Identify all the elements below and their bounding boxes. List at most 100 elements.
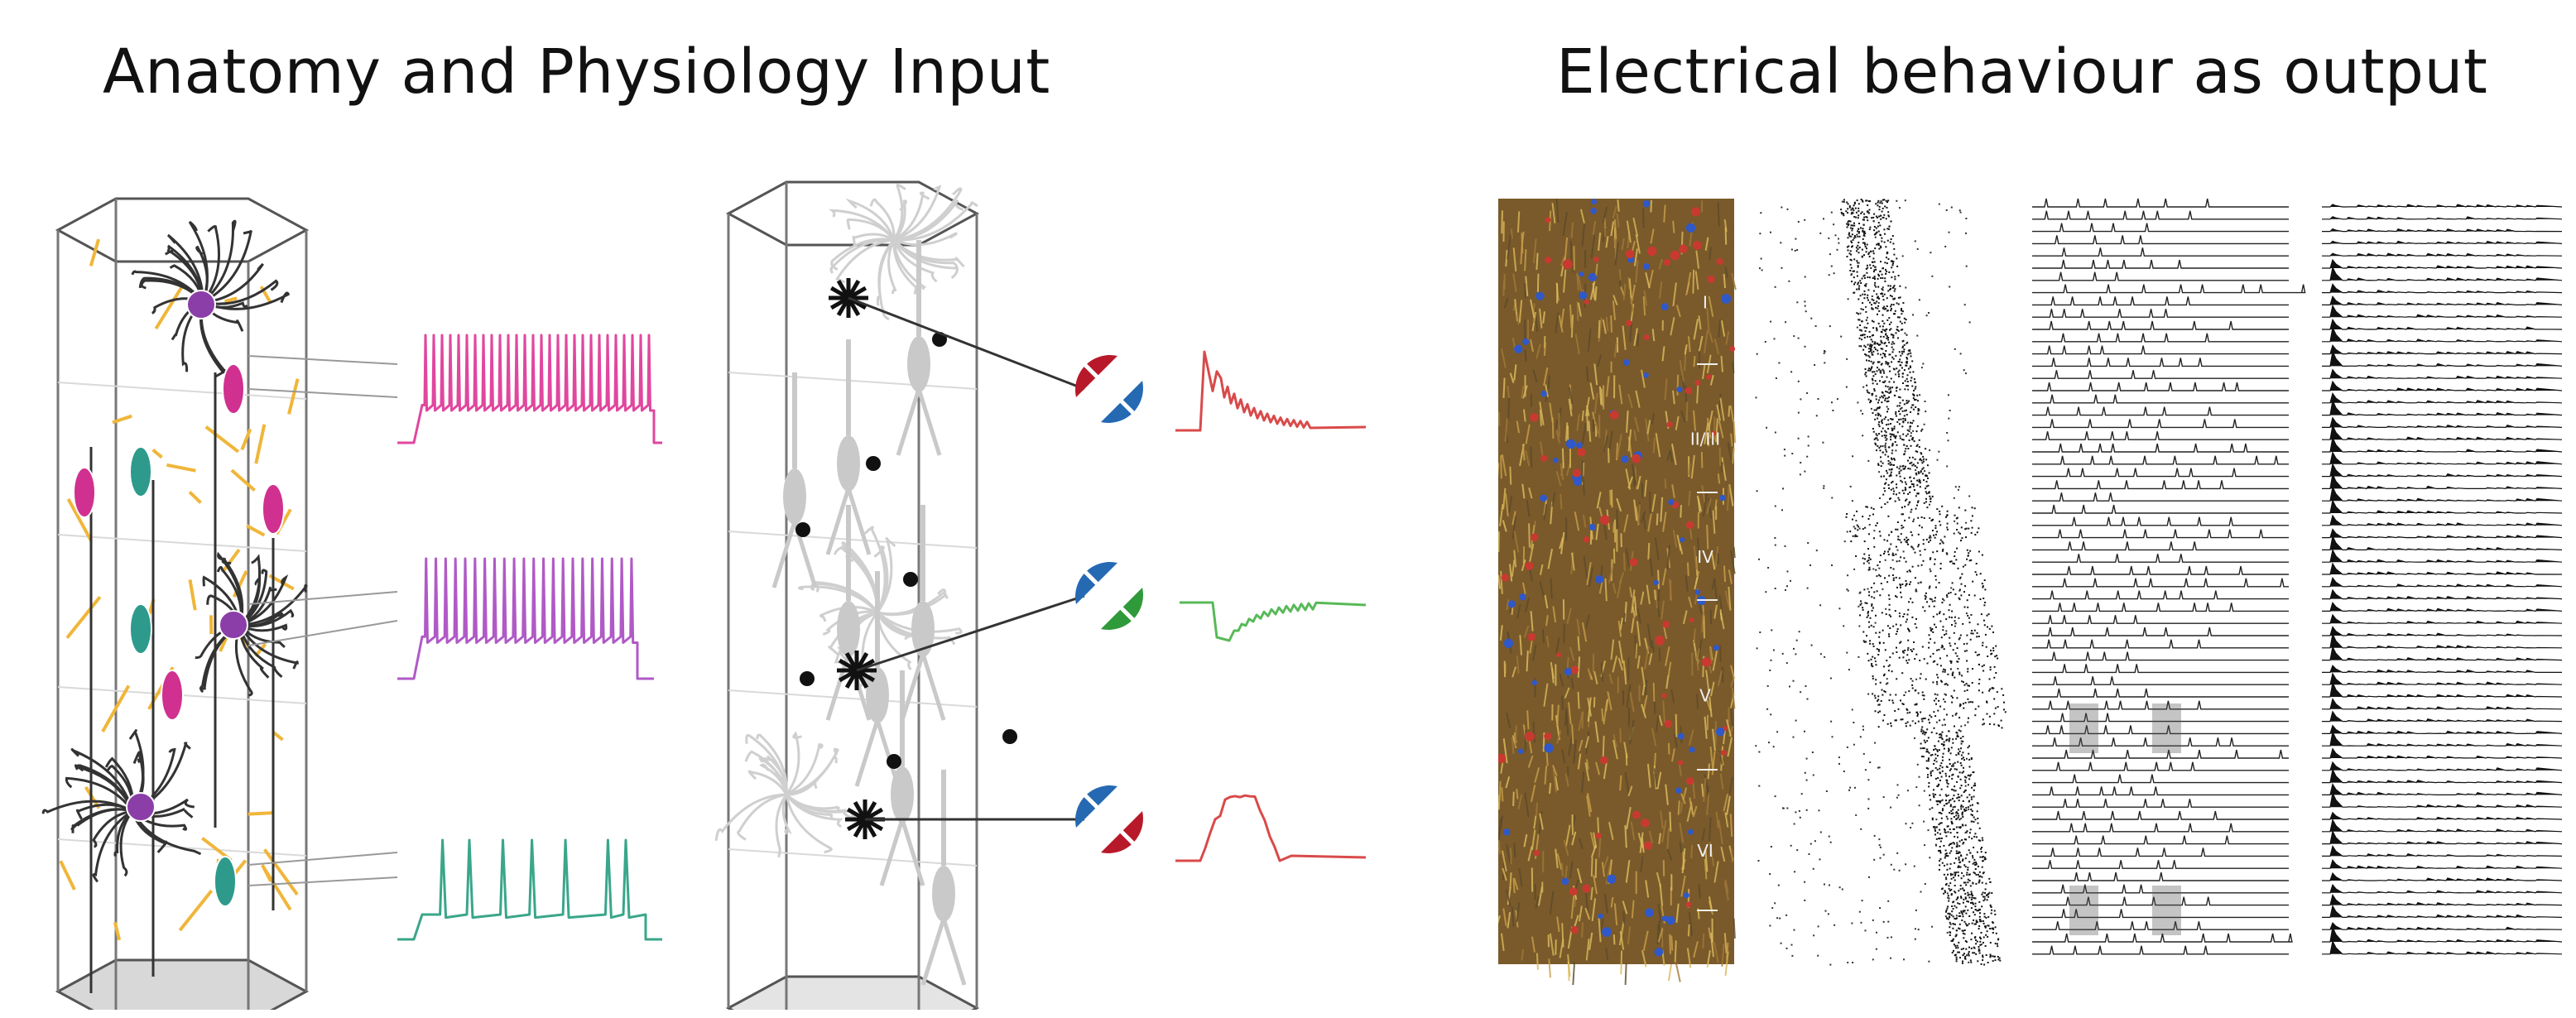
- raster-spike: [1878, 641, 1881, 644]
- raster-spike: [1843, 200, 1845, 203]
- tissue-fiber: [1563, 839, 1569, 856]
- raster-spike: [1879, 396, 1882, 399]
- raster-spike: [1957, 761, 1959, 763]
- raster-spike: [1890, 328, 1892, 330]
- raster-spike: [1884, 503, 1886, 505]
- raster-spike: [1931, 807, 1934, 809]
- raster-spike: [1880, 276, 1882, 279]
- raster-spike: [1873, 530, 1876, 532]
- tissue-fiber: [1539, 409, 1542, 426]
- tissue-fiber: [1564, 237, 1569, 261]
- tissue-fiber: [1568, 387, 1574, 405]
- tissue-fiber: [1708, 295, 1714, 317]
- raster-spike: [1911, 565, 1914, 568]
- tissue-fiber: [1631, 589, 1636, 613]
- tissue-fiber: [1686, 805, 1692, 822]
- raster-spike: [1884, 454, 1886, 456]
- raster-spike: [1952, 562, 1954, 564]
- raster-spike: [1882, 719, 1884, 722]
- raster-spike: [1952, 588, 1954, 591]
- tissue-fiber: [1591, 898, 1597, 921]
- raster-spike: [1908, 569, 1910, 572]
- raster-spike: [1871, 353, 1873, 356]
- tissue-fiber: [1715, 811, 1719, 828]
- tissue-fiber: [1701, 611, 1704, 632]
- raster-spike: [1931, 925, 1934, 928]
- raster-spike: [1872, 250, 1875, 252]
- raster-spike: [1932, 518, 1934, 521]
- tissue-fiber: [1723, 219, 1728, 233]
- raster-spike: [1971, 515, 1973, 517]
- tissue-fiber: [1634, 467, 1637, 490]
- raster-spike: [1888, 323, 1891, 325]
- raster-spike: [1924, 401, 1926, 402]
- raster-spike: [1858, 247, 1861, 248]
- raster-spike: [1879, 857, 1882, 859]
- raster-spike: [1882, 396, 1884, 399]
- tissue-fiber: [1590, 857, 1593, 877]
- raster-spike: [1984, 888, 1987, 891]
- tissue-fiber: [1723, 273, 1727, 289]
- raster-spike: [1884, 444, 1886, 447]
- raster-spike: [1901, 367, 1903, 369]
- rate-histogram: [2322, 872, 2563, 881]
- raster-spike: [1961, 814, 1963, 816]
- raster-spike: [1836, 398, 1838, 401]
- raster-spike: [1901, 583, 1904, 585]
- voltage-trace: [2032, 296, 2289, 306]
- raster-spike: [1966, 689, 1968, 691]
- raster-spike: [1884, 262, 1886, 264]
- tissue-cell-body: [1675, 787, 1682, 794]
- raster-spike: [1831, 736, 1833, 738]
- raster-spike: [1853, 235, 1856, 237]
- raster-spike: [1967, 614, 1969, 617]
- tissue-fiber: [1535, 896, 1540, 909]
- raster-spike: [1907, 385, 1909, 387]
- raster-spike: [1791, 954, 1794, 957]
- raster-spike: [1915, 711, 1918, 713]
- raster-spike: [1950, 695, 1953, 698]
- raster-spike: [1933, 826, 1934, 828]
- raster-spike: [1886, 252, 1888, 255]
- raster-spike: [1984, 945, 1987, 947]
- raster-spike: [1941, 505, 1944, 507]
- axon-arbor: [238, 624, 270, 679]
- raster-spike: [1862, 348, 1865, 351]
- raster-spike: [1911, 679, 1914, 682]
- tissue-cell-body: [1609, 410, 1619, 420]
- raster-spike: [1978, 678, 1981, 680]
- tissue-fiber: [1622, 552, 1626, 572]
- tissue-fiber: [1550, 661, 1555, 679]
- raster-spike: [1938, 868, 1940, 871]
- raster-spike: [1873, 269, 1876, 271]
- raster-spike: [1981, 554, 1983, 556]
- raster-spike: [1958, 532, 1961, 535]
- gray-dendrite-arbor: [893, 232, 958, 247]
- tissue-fiber: [1618, 921, 1625, 946]
- raster-spike: [1955, 559, 1958, 561]
- raster-spike: [1823, 218, 1824, 220]
- tissue-fiber: [1646, 420, 1651, 435]
- tissue-fiber: [1695, 650, 1699, 671]
- raster-spike: [1805, 757, 1808, 760]
- raster-spike: [1921, 732, 1924, 735]
- raster-spike: [1879, 343, 1882, 346]
- tissue-fiber: [1528, 523, 1531, 548]
- tissue-fiber: [1696, 495, 1703, 512]
- raster-spike: [1863, 641, 1866, 643]
- raster-spike: [1940, 813, 1943, 814]
- raster-spike: [1877, 464, 1880, 466]
- raster-spike: [1868, 626, 1871, 628]
- tissue-cell-body: [1562, 259, 1573, 270]
- raster-spike: [1970, 758, 1973, 761]
- raster-spike: [1934, 597, 1936, 599]
- raster-spike: [1917, 929, 1920, 931]
- raster-spike: [1964, 940, 1967, 942]
- tissue-fiber: [1685, 282, 1690, 295]
- raster-spike: [1930, 716, 1933, 718]
- raster-spike: [1896, 257, 1898, 260]
- raster-spike: [1892, 261, 1895, 263]
- gray-dendrite-arbor: [845, 198, 896, 241]
- raster-spike: [1945, 803, 1948, 805]
- raster-spike: [1903, 651, 1906, 654]
